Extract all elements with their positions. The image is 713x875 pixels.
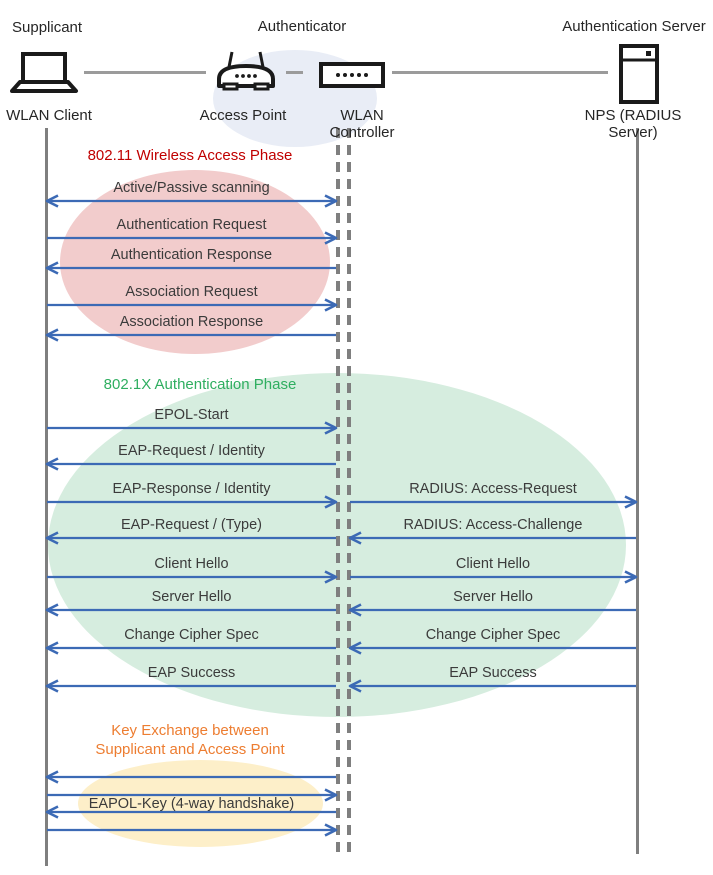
controller-lifeline-right	[347, 128, 351, 859]
message-arrowhead	[45, 531, 59, 545]
message-arrowhead	[348, 531, 362, 545]
wlan-client-label: WLAN Client	[6, 107, 92, 124]
message-arrowhead	[45, 261, 59, 275]
message-arrowhead	[45, 805, 59, 819]
supplicant-lifeline	[45, 128, 48, 866]
access-point-icon	[217, 51, 275, 91]
connector-line-client-ap	[84, 71, 206, 74]
wireless-phase-title: 802.11 Wireless Access Phase	[87, 147, 293, 164]
wlan-controller-label: WLAN Controller	[329, 107, 395, 141]
message-arrowhead	[324, 788, 338, 802]
key-exchange-ellipse	[78, 760, 323, 847]
message-arrowhead	[348, 641, 362, 655]
message-arrowhead	[45, 194, 59, 208]
server-lifeline	[636, 128, 639, 854]
key-exchange-phase-title: Key Exchange between Supplicant and Acce…	[95, 722, 285, 758]
message-arrowhead	[324, 421, 338, 435]
message-arrowhead	[324, 231, 338, 245]
message-arrowhead	[45, 328, 59, 342]
laptop-icon	[10, 52, 78, 93]
server-icon	[619, 44, 659, 104]
controller-lifeline-left	[336, 128, 340, 859]
supplicant-role-label: Supplicant	[12, 19, 83, 36]
nps-radius-server-label: NPS (RADIUS Server)	[584, 107, 682, 141]
message-arrowhead	[324, 194, 338, 208]
authenticator-role-label: Authenticator	[257, 18, 347, 35]
message-arrowhead	[624, 495, 638, 509]
message-arrowhead	[324, 570, 338, 584]
message-arrowhead	[324, 823, 338, 837]
message-arrowhead	[324, 495, 338, 509]
message-arrowhead	[348, 603, 362, 617]
auth-server-role-label: Authentication Server	[562, 18, 706, 35]
message-arrowhead	[45, 603, 59, 617]
message-arrowhead	[624, 570, 638, 584]
message-arrowhead	[45, 679, 59, 693]
connector-line-ap-wlc	[286, 71, 303, 74]
message-arrowhead	[45, 457, 59, 471]
access-point-label: Access Point	[199, 107, 287, 124]
message-arrowhead	[324, 298, 338, 312]
dot1x-phase-title: 802.1X Authentication Phase	[103, 376, 297, 393]
message-arrowhead	[348, 679, 362, 693]
message-arrowhead	[45, 770, 59, 784]
connector-line-wlc-server	[392, 71, 608, 74]
wlan-controller-icon	[319, 62, 385, 88]
message-arrowhead	[45, 641, 59, 655]
